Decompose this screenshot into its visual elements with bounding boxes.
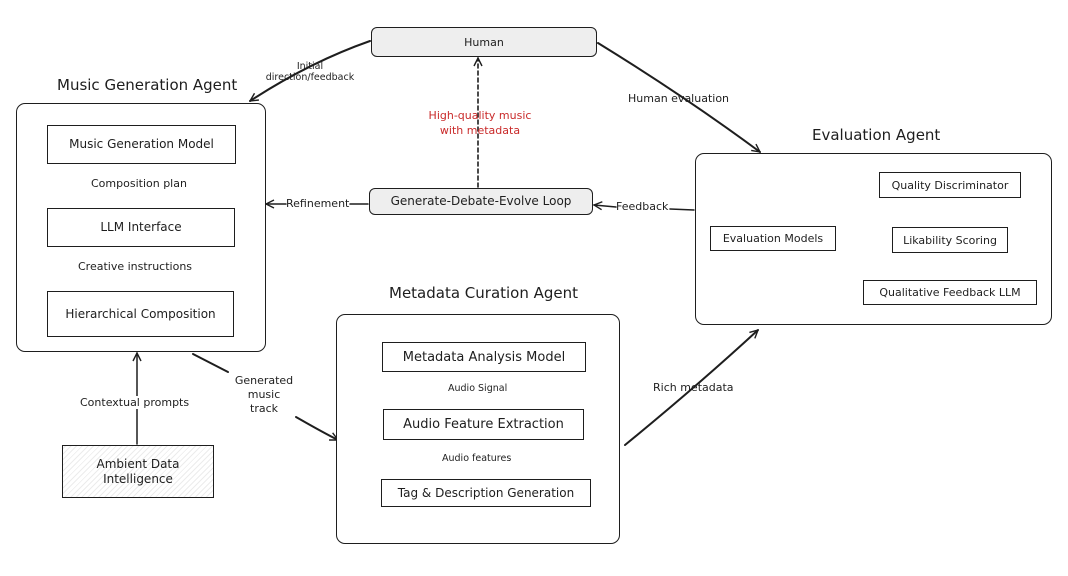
- music-agent-title: Music Generation Agent: [57, 76, 238, 94]
- audio-feature-extraction-box: Audio Feature Extraction: [383, 409, 584, 440]
- arrow-human-to-evaluation: [597, 42, 760, 153]
- generate-debate-evolve-loop-node: Generate-Debate-Evolve Loop: [369, 188, 593, 215]
- arrow-rich-metadata: [624, 330, 758, 446]
- arrow-human-to-music-agent: [250, 40, 371, 102]
- human-node: Human: [371, 27, 597, 57]
- high-quality-label: High-quality music with metadata: [428, 109, 532, 137]
- hierarchical-composition-box: Hierarchical Composition: [47, 291, 234, 337]
- audio-features-label: Audio features: [442, 453, 512, 464]
- arrow-generated-track: [192, 353, 229, 373]
- initial-feedback-label: Initial direction/feedback: [265, 61, 355, 83]
- tag-description-generation-box: Tag & Description Generation: [381, 479, 591, 507]
- audio-signal-label: Audio Signal: [448, 383, 508, 394]
- metadata-agent-title: Metadata Curation Agent: [389, 284, 579, 302]
- likability-scoring-box: Likability Scoring: [892, 227, 1008, 253]
- creative-instructions-label: Creative instructions: [78, 260, 193, 273]
- ambient-data-intelligence-box: Ambient Data Intelligence: [62, 445, 214, 498]
- human-evaluation-label: Human evaluation: [628, 92, 730, 105]
- generated-track-label: Generated music track: [234, 374, 294, 415]
- arrow-feedback: [669, 208, 695, 211]
- evaluation-models-box: Evaluation Models: [710, 226, 836, 251]
- evaluation-agent-title: Evaluation Agent: [812, 126, 941, 144]
- refinement-label: Refinement: [286, 197, 350, 210]
- contextual-prompts-label: Contextual prompts: [78, 396, 192, 409]
- rich-metadata-label: Rich metadata: [653, 381, 734, 394]
- qualitative-feedback-llm-box: Qualitative Feedback LLM: [863, 280, 1037, 305]
- llm-interface-box: LLM Interface: [47, 208, 235, 247]
- feedback-label: Feedback: [616, 200, 669, 213]
- quality-discriminator-box: Quality Discriminator: [879, 172, 1021, 198]
- metadata-analysis-model-box: Metadata Analysis Model: [382, 342, 586, 372]
- music-generation-model-box: Music Generation Model: [47, 125, 236, 164]
- composition-plan-label: Composition plan: [91, 177, 187, 190]
- human-label: Human: [464, 35, 504, 49]
